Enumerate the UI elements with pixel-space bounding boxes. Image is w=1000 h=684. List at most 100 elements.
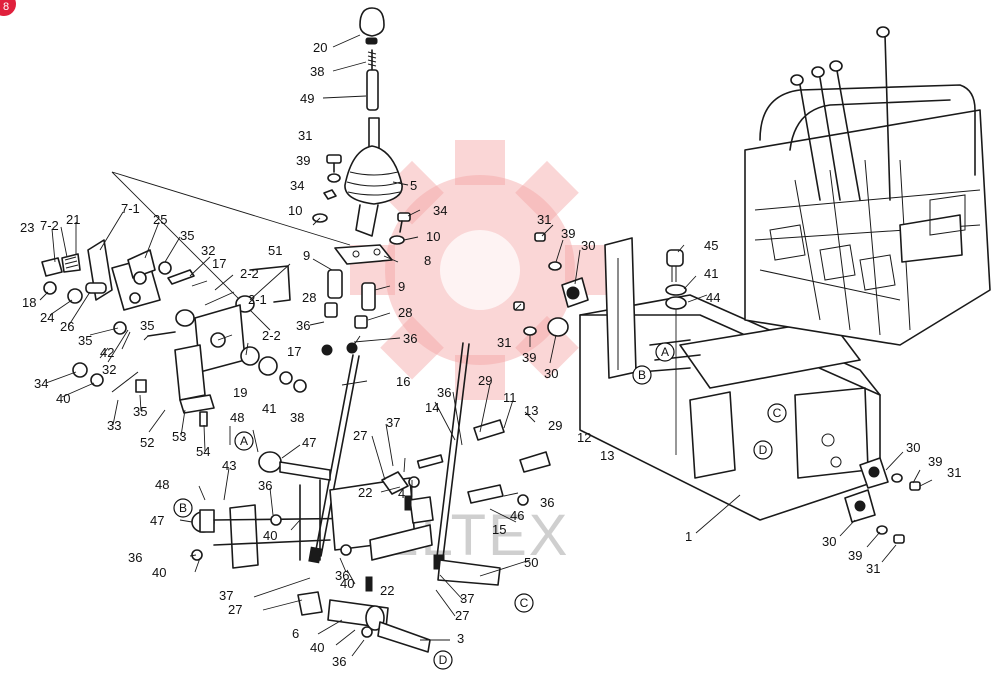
label-40-g: 40 [340, 576, 354, 591]
label-22-low: 22 [380, 583, 394, 598]
label-40-left: 40 [56, 391, 70, 406]
label-23: 23 [20, 220, 34, 235]
label-51: 51 [268, 243, 282, 258]
callout-a-lower: A [234, 431, 254, 451]
callout-d-lower: D [433, 650, 453, 670]
label-47-low: 47 [150, 513, 164, 528]
label-36-d: 36 [128, 550, 142, 565]
label-17-top: 17 [212, 256, 226, 271]
label-37-left: 37 [219, 588, 233, 603]
label-38-left: 38 [290, 410, 304, 425]
svg-text:B: B [638, 368, 646, 382]
label-40-c: 40 [263, 528, 277, 543]
label-29-mid: 29 [548, 418, 562, 433]
label-36-a: 36 [296, 318, 310, 333]
label-17-mid: 17 [287, 344, 301, 359]
label-4: 4 [398, 486, 405, 501]
label-2-2-top: 2-2 [240, 266, 259, 281]
label-31-c: 31 [537, 212, 551, 227]
label-20: 20 [313, 40, 327, 55]
label-54: 54 [196, 444, 210, 459]
label-48-low: 48 [155, 477, 169, 492]
label-32-mid: 32 [102, 362, 116, 377]
label-18: 18 [22, 295, 36, 310]
callout-c-frame: C [767, 403, 787, 423]
label-36-c: 36 [258, 478, 272, 493]
label-22-top: 22 [358, 485, 372, 500]
label-36-e: 36 [332, 654, 346, 669]
label-30-r-top: 30 [906, 440, 920, 455]
label-35-low: 35 [133, 404, 147, 419]
label-34-left: 34 [34, 376, 48, 391]
part-number-labels: 20 38 49 31 39 34 5 10 34 10 9 8 9 28 28… [20, 40, 961, 669]
svg-text:C: C [520, 596, 529, 610]
label-27-mid: 27 [353, 428, 367, 443]
label-35-mid2: 35 [140, 318, 154, 333]
label-40-d: 40 [152, 565, 166, 580]
label-36-g: 36 [335, 568, 349, 583]
left-bracket-assembly [41, 171, 351, 427]
label-10-right: 10 [426, 229, 440, 244]
label-39-r-low: 39 [848, 548, 862, 563]
label-41-left: 41 [262, 401, 276, 416]
label-53: 53 [172, 429, 186, 444]
label-7-1: 7-1 [121, 201, 140, 216]
label-14: 14 [425, 400, 439, 415]
label-43: 43 [222, 458, 236, 473]
shift-lever-assembly [312, 7, 411, 356]
label-36-h: 36 [540, 495, 554, 510]
label-31-c2: 31 [497, 335, 511, 350]
label-35-mid: 35 [78, 333, 92, 348]
label-46: 46 [510, 508, 524, 523]
label-36-f: 36 [437, 385, 451, 400]
label-7-2: 7-2 [40, 218, 59, 233]
label-15: 15 [492, 522, 506, 537]
label-2-1: 2-1 [248, 292, 267, 307]
label-3: 3 [457, 631, 464, 646]
label-6: 6 [292, 626, 299, 641]
label-8: 8 [424, 253, 431, 268]
label-39-r-top: 39 [928, 454, 942, 469]
label-11: 11 [503, 390, 517, 405]
label-39-c2: 39 [522, 350, 536, 365]
svg-text:C: C [773, 406, 782, 420]
machine-overview [744, 26, 991, 346]
label-31-r-low: 31 [866, 561, 880, 576]
label-21: 21 [66, 212, 80, 227]
label-36-b: 36 [403, 331, 417, 346]
label-39-top: 39 [296, 153, 310, 168]
label-26: 26 [60, 319, 74, 334]
callout-d-frame: D [753, 440, 773, 460]
label-27-left: 27 [228, 602, 242, 617]
lower-linkage [191, 419, 551, 653]
label-5: 5 [410, 178, 417, 193]
label-10-left: 10 [288, 203, 302, 218]
label-1: 1 [685, 529, 692, 544]
label-34-right: 34 [433, 203, 447, 218]
label-9-right: 9 [398, 279, 405, 294]
label-25: 25 [153, 212, 167, 227]
label-38: 38 [310, 64, 324, 79]
label-48-top: 48 [230, 410, 244, 425]
label-49: 49 [300, 91, 314, 106]
label-12: 12 [577, 430, 591, 445]
leader-lines [39, 34, 933, 657]
label-31-top: 31 [298, 128, 312, 143]
corner-badge: 8 [0, 0, 16, 16]
right-mounts [844, 457, 921, 544]
svg-text:D: D [759, 443, 768, 457]
label-31-r-top: 31 [947, 465, 961, 480]
label-32-top: 32 [201, 243, 215, 258]
label-16: 16 [396, 374, 410, 389]
callout-c-lower: C [514, 593, 534, 613]
label-13-top: 13 [524, 403, 538, 418]
label-42: 42 [100, 345, 114, 360]
label-30-c-top: 30 [581, 238, 595, 253]
svg-text:A: A [661, 345, 669, 359]
label-37-mid: 37 [386, 415, 400, 430]
label-35-top: 35 [180, 228, 194, 243]
svg-text:D: D [439, 653, 448, 667]
label-39-c: 39 [561, 226, 575, 241]
label-40-e: 40 [310, 640, 324, 655]
